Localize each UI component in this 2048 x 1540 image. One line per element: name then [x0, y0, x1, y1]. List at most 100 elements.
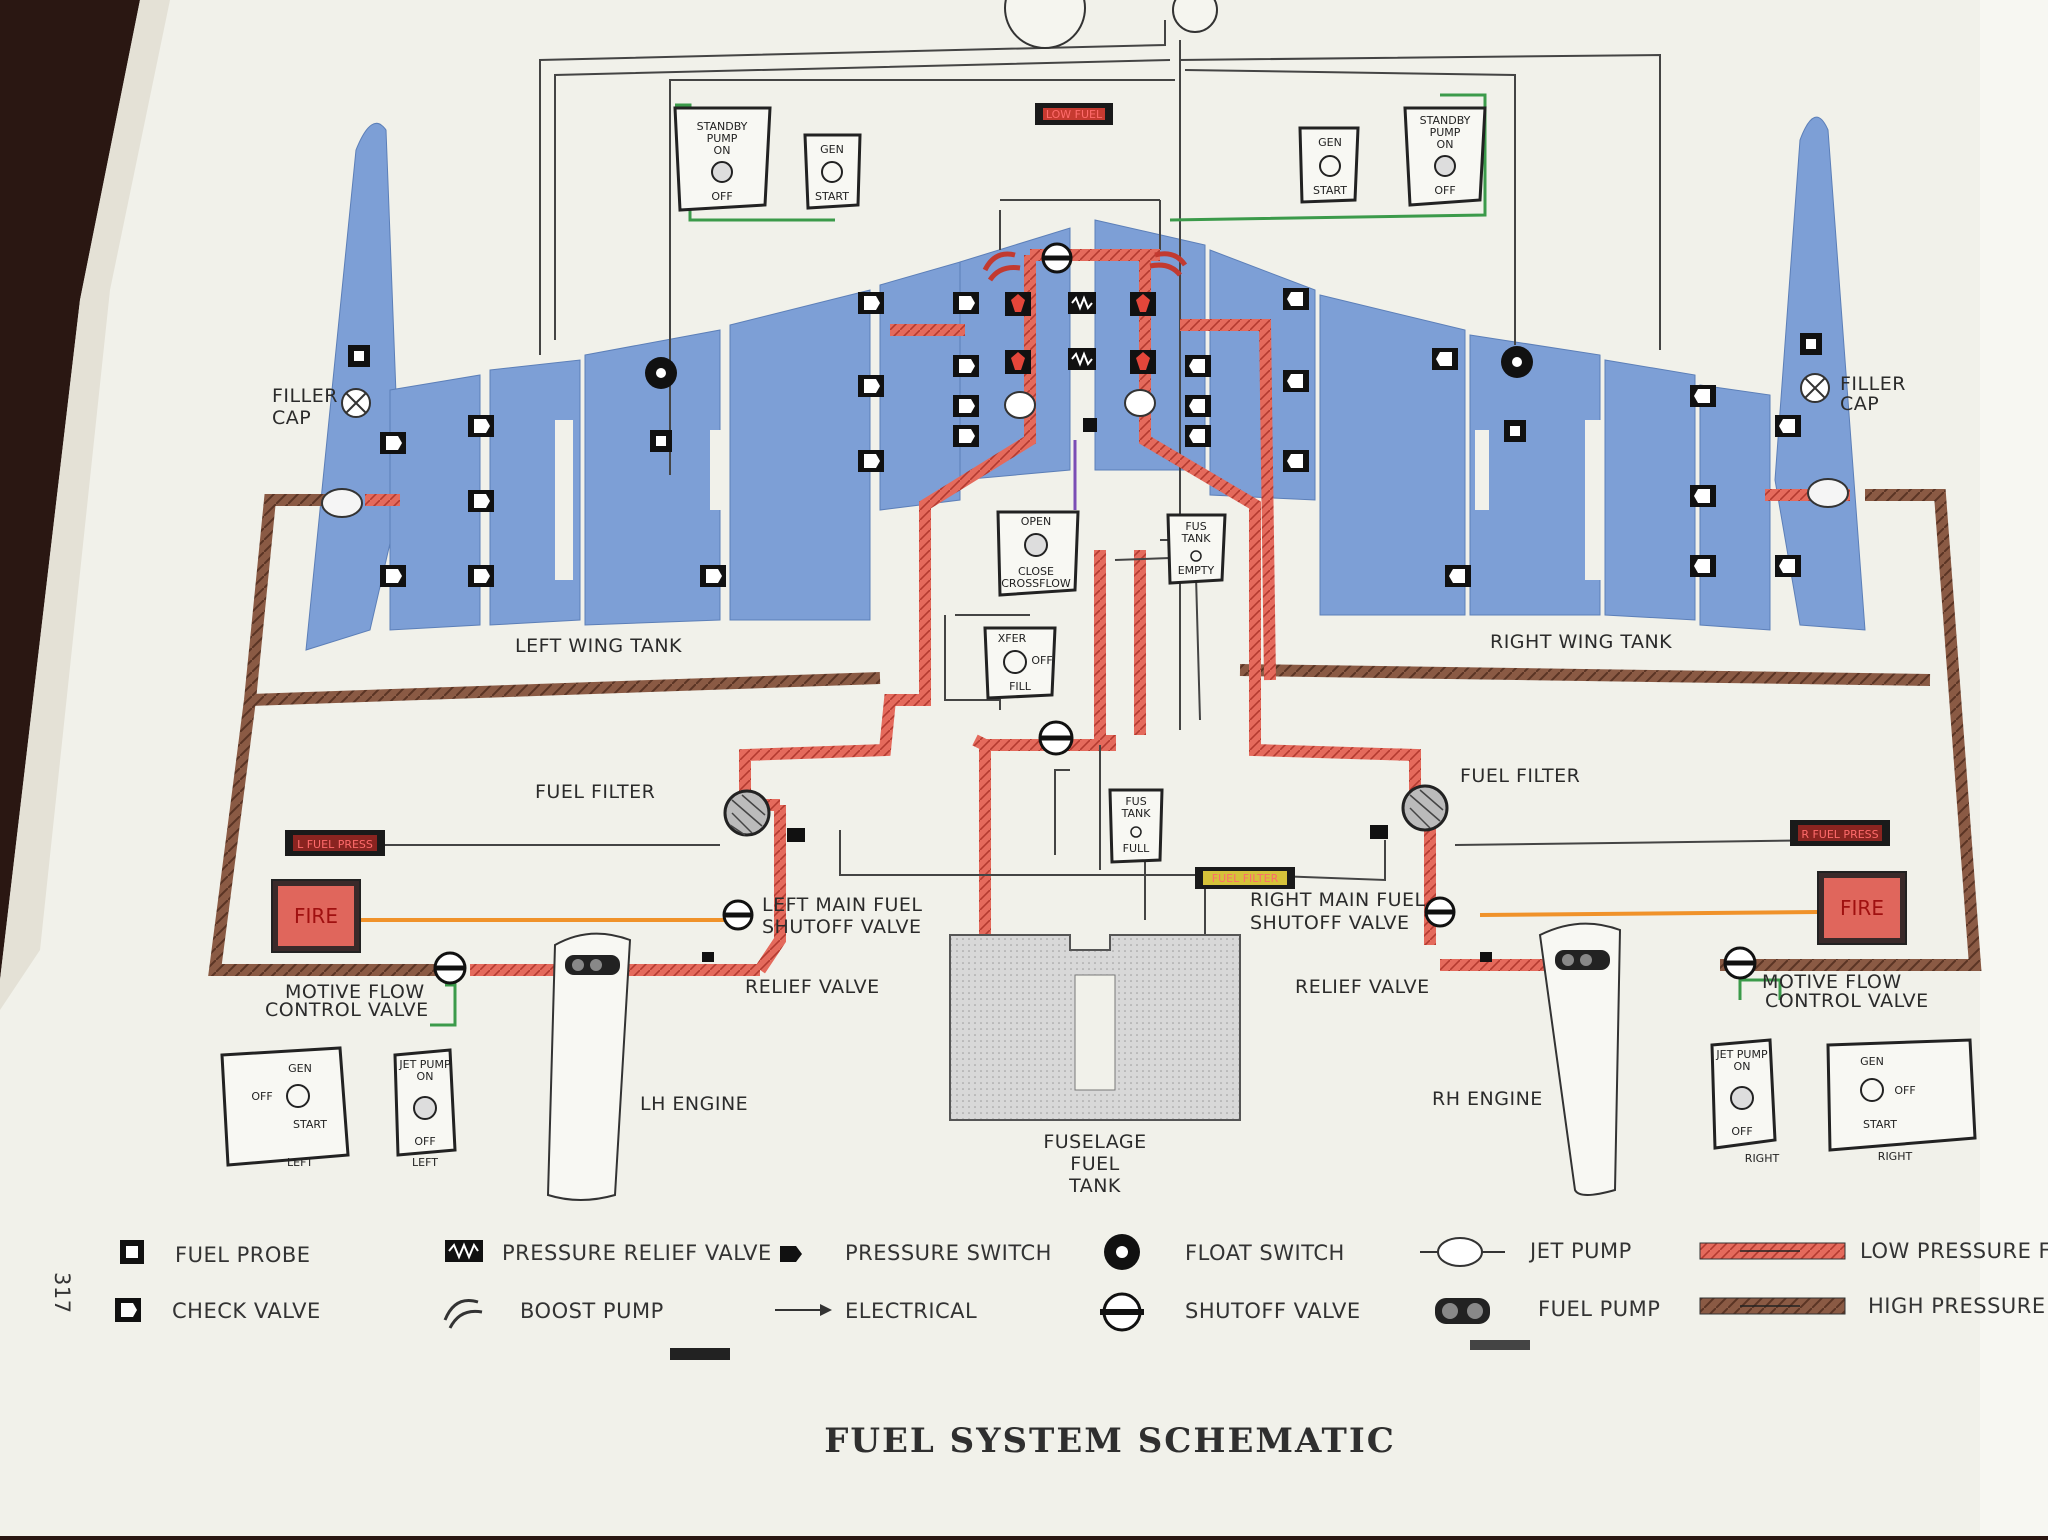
- fuel-filter-right: FUEL FILTER: [1401, 765, 1580, 832]
- check-valves: [380, 288, 1801, 587]
- jet-pump-right-wing: [1807, 478, 1849, 508]
- wing-slots: [555, 420, 1603, 580]
- svg-text:START: START: [815, 190, 849, 203]
- page-number: 317: [50, 1272, 74, 1314]
- left-wing-tank-label: LEFT WING TANK: [515, 635, 682, 657]
- legend-shutoff-valve: SHUTOFF VALVE: [1100, 1292, 1361, 1332]
- next-page-edge: [1980, 0, 2048, 1536]
- svg-text:CROSSFLOW: CROSSFLOW: [1001, 577, 1071, 590]
- svg-text:HIGH PRESSURE F: HIGH PRESSURE F: [1868, 1294, 2048, 1318]
- gen-start-switch-right-top[interactable]: GEN START: [1298, 126, 1360, 204]
- legend-high-pressure: HIGH PRESSURE F: [1699, 1294, 2048, 1318]
- gen-start-switch-right[interactable]: GEN OFF START RIGHT: [1826, 1038, 1977, 1163]
- svg-text:FUEL FILTER: FUEL FILTER: [535, 781, 655, 803]
- legend: FUEL PROBE CHECK VALVE PRESSURE RELIEF V…: [115, 1234, 2048, 1360]
- relief-valve-label-left: RELIEF VALVE: [745, 976, 880, 998]
- svg-text:START: START: [293, 1118, 327, 1131]
- svg-text:RIGHT: RIGHT: [1745, 1152, 1780, 1165]
- page-title: FUEL SYSTEM SCHEMATIC: [824, 1421, 1396, 1461]
- svg-text:GEN: GEN: [1318, 136, 1342, 149]
- svg-text:SHUTOFF VALVE: SHUTOFF VALVE: [1185, 1299, 1361, 1323]
- xfer-switch[interactable]: XFER OFF FILL: [983, 626, 1057, 700]
- svg-text:JET PUMP: JET PUMP: [1715, 1048, 1768, 1061]
- svg-text:FULL: FULL: [1123, 842, 1151, 855]
- shutoff-valves: [433, 242, 1757, 985]
- relief-valve-label-right: RELIEF VALVE: [1295, 976, 1430, 998]
- svg-text:XFER: XFER: [998, 632, 1027, 645]
- motive-flow-label-left-2: CONTROL VALVE: [265, 999, 429, 1021]
- svg-text:OPEN: OPEN: [1021, 515, 1051, 528]
- svg-text:LEFT: LEFT: [287, 1156, 313, 1169]
- pressure-switches: [702, 825, 1492, 962]
- r-fuel-press-annunciator: R FUEL PRESS: [1790, 820, 1890, 846]
- legend-float-switch: FLOAT SWITCH: [1104, 1234, 1345, 1270]
- fuel-probes-and-check-valves: [348, 333, 1822, 452]
- svg-text:ON: ON: [1437, 138, 1454, 151]
- svg-text:PRESSURE RELIEF VALVE: PRESSURE RELIEF VALVE: [502, 1241, 772, 1265]
- legend-electrical: ELECTRICAL: [775, 1299, 977, 1323]
- fire-detection-wiring: [360, 910, 1819, 922]
- low-fuel-annunciator: LOW FUEL: [1035, 103, 1113, 125]
- right-wing-tank-label: RIGHT WING TANK: [1490, 631, 1672, 653]
- lh-engine: LH ENGINE: [546, 932, 748, 1201]
- right-main-shutoff-label-1: RIGHT MAIN FUEL: [1250, 889, 1426, 911]
- gen-start-switch-left[interactable]: GEN OFF START LEFT: [220, 1046, 350, 1169]
- jet-pump-left-wing: [321, 488, 363, 518]
- svg-text:ON: ON: [714, 144, 731, 157]
- svg-text:GEN: GEN: [1860, 1055, 1884, 1068]
- svg-text:JET PUMP: JET PUMP: [1528, 1239, 1632, 1263]
- svg-text:RH ENGINE: RH ENGINE: [1432, 1088, 1543, 1110]
- jet-pump-switch-right[interactable]: JET PUMP ON OFF RIGHT: [1710, 1038, 1780, 1165]
- svg-text:GEN: GEN: [288, 1062, 312, 1075]
- svg-text:PRESSURE SWITCH: PRESSURE SWITCH: [845, 1241, 1052, 1265]
- legend-low-pressure: LOW PRESSURE F: [1699, 1239, 2048, 1263]
- center-jet-pumps: [1004, 389, 1156, 419]
- svg-text:LOW PRESSURE F: LOW PRESSURE F: [1860, 1239, 2048, 1263]
- svg-text:FILLER: FILLER: [1840, 373, 1906, 395]
- svg-text:GEN: GEN: [820, 143, 844, 156]
- right-wing-tank: [1094, 116, 1866, 631]
- svg-text:PUMP: PUMP: [707, 132, 738, 145]
- svg-text:FLOAT SWITCH: FLOAT SWITCH: [1185, 1241, 1345, 1265]
- svg-text:CAP: CAP: [1840, 393, 1879, 415]
- crossflow-switch[interactable]: OPEN CLOSE CROSSFLOW: [996, 510, 1080, 597]
- svg-text:PUMP: PUMP: [1430, 126, 1461, 139]
- svg-text:FUEL: FUEL: [1070, 1153, 1119, 1175]
- svg-text:START: START: [1313, 184, 1347, 197]
- svg-text:TANK: TANK: [1068, 1175, 1121, 1197]
- svg-text:ON: ON: [1734, 1060, 1751, 1073]
- legend-pressure-relief-valve: PRESSURE RELIEF VALVE: [445, 1240, 772, 1265]
- svg-text:FUS: FUS: [1125, 795, 1146, 808]
- svg-text:OFF: OFF: [1434, 184, 1455, 197]
- motive-flow-label-right-1: MOTIVE FLOW: [1762, 971, 1902, 993]
- svg-text:ON: ON: [417, 1070, 434, 1083]
- fus-tank-full-light: FUS TANK FULL: [1108, 788, 1164, 864]
- standby-pump-switch-left[interactable]: STANDBY PUMP ON OFF: [673, 106, 772, 212]
- center-pressure-relief-valves: [1068, 292, 1096, 370]
- svg-text:BOOST PUMP: BOOST PUMP: [520, 1299, 664, 1323]
- svg-text:FIRE: FIRE: [1840, 896, 1884, 920]
- legend-check-valve: CHECK VALVE: [115, 1298, 320, 1323]
- low-fuel-text: LOW FUEL: [1046, 108, 1103, 121]
- gen-start-switch-left-top[interactable]: GEN START: [803, 133, 862, 210]
- fus-tank-empty-light: FUS TANK EMPTY: [1166, 513, 1227, 585]
- fire-warning-left: FIRE: [271, 879, 361, 953]
- svg-text:R FUEL PRESS: R FUEL PRESS: [1801, 828, 1878, 841]
- svg-text:FIRE: FIRE: [294, 904, 338, 928]
- svg-text:TANK: TANK: [1181, 532, 1212, 545]
- svg-text:FUEL FILTER: FUEL FILTER: [1212, 872, 1279, 885]
- svg-text:OFF: OFF: [1731, 1125, 1752, 1138]
- svg-text:LH ENGINE: LH ENGINE: [640, 1093, 748, 1115]
- standby-pump-switch-right[interactable]: STANDBY PUMP ON OFF: [1403, 106, 1487, 207]
- svg-text:FUEL PROBE: FUEL PROBE: [175, 1243, 311, 1267]
- legend-pressure-switch: PRESSURE SWITCH: [780, 1241, 1052, 1265]
- svg-text:FILLER: FILLER: [272, 385, 338, 407]
- svg-text:OFF: OFF: [251, 1090, 272, 1103]
- rh-engine: RH ENGINE: [1432, 922, 1622, 1196]
- left-main-shutoff-label-2: SHUTOFF VALVE: [762, 916, 922, 938]
- jet-pump-switch-left[interactable]: JET PUMP ON OFF LEFT: [393, 1048, 457, 1169]
- top-electrical-wiring: [539, 20, 1661, 730]
- filler-cap-left: FILLER CAP: [272, 385, 371, 429]
